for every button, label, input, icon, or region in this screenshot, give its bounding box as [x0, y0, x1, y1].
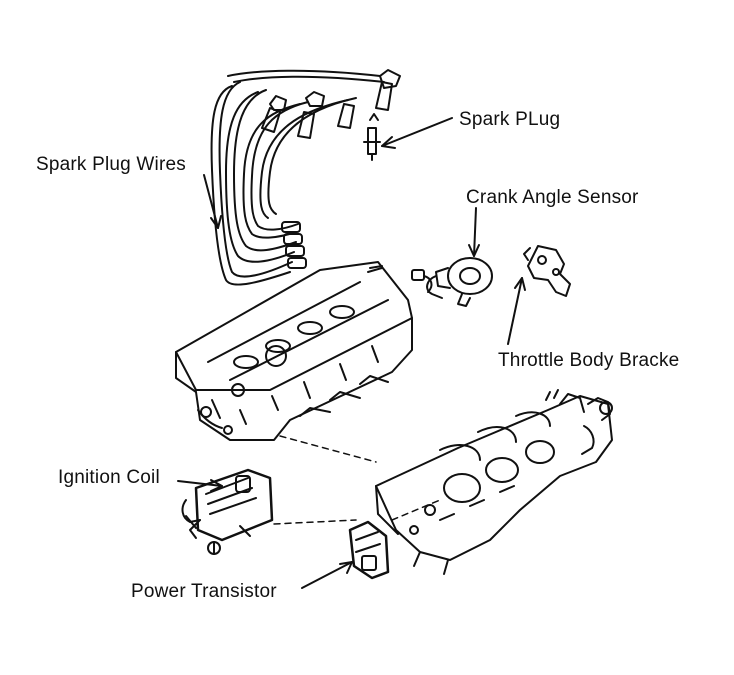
spark-plug-wires-drawing	[210, 69, 401, 286]
arrow-spark-plug-wires	[203, 174, 219, 229]
label-power-transistor: Power Transistor	[131, 581, 277, 602]
power-transistor-drawing	[348, 520, 390, 580]
arrow-crank-angle-sensor	[473, 207, 477, 257]
leader-arrows	[177, 117, 526, 589]
arrow-spark-plug	[381, 117, 453, 147]
label-throttle-body-bracket: Throttle Body Bracke	[498, 350, 680, 371]
label-spark-plug-wires: Spark Plug Wires	[36, 154, 186, 175]
label-spark-plug: Spark PLug	[459, 109, 561, 130]
intake-manifold-drawing	[375, 389, 613, 575]
arrow-ignition-coil	[177, 480, 223, 487]
crank-angle-sensor-drawing	[411, 257, 493, 307]
throttle-body-bracket-drawing	[523, 245, 571, 297]
reference-lines	[273, 435, 441, 525]
label-crank-angle-sensor: Crank Angle Sensor	[466, 187, 639, 208]
cylinder-head-drawing	[175, 261, 413, 441]
label-ignition-coil: Ignition Coil	[58, 467, 160, 488]
arrow-power-transistor	[301, 561, 353, 589]
spark-plug-drawing	[363, 113, 381, 161]
arrow-throttle-body-bracket	[507, 277, 523, 345]
ignition-coil-drawing	[181, 468, 274, 555]
